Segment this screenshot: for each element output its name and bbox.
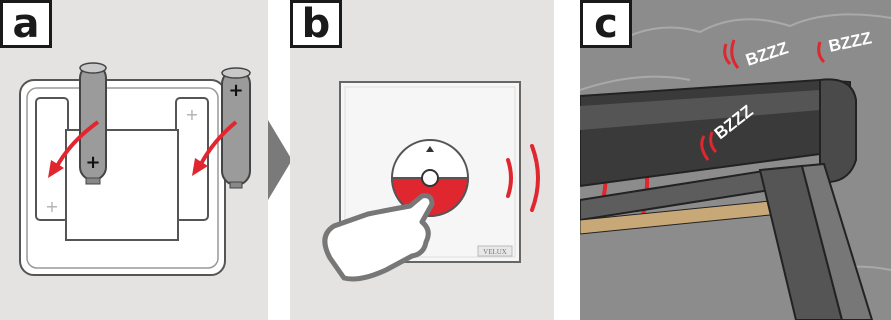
svg-text:+: + <box>228 80 243 101</box>
step-b-panel: b VELUX <box>290 0 554 320</box>
step-c-label: c <box>580 0 632 48</box>
brand-label: VELUX <box>483 248 507 256</box>
step-c-panel: c BZZZ BZZZ BZZZ <box>580 0 891 320</box>
slot-plus-mark-right: + <box>185 105 198 124</box>
battery-right: + <box>222 68 250 188</box>
step-a-label: a <box>0 0 52 48</box>
roof-window-illustration: BZZZ BZZZ BZZZ <box>580 0 891 320</box>
slot-plus-mark-left: + <box>45 197 58 216</box>
step-a-panel: a + + + + <box>0 0 268 320</box>
battery-illustration: + + + + <box>0 0 268 320</box>
svg-text:+: + <box>85 152 100 173</box>
stop-button <box>422 170 438 186</box>
step-b-label: b <box>290 0 342 48</box>
next-step-arrow <box>262 120 292 200</box>
remote-illustration: VELUX <box>290 0 554 320</box>
